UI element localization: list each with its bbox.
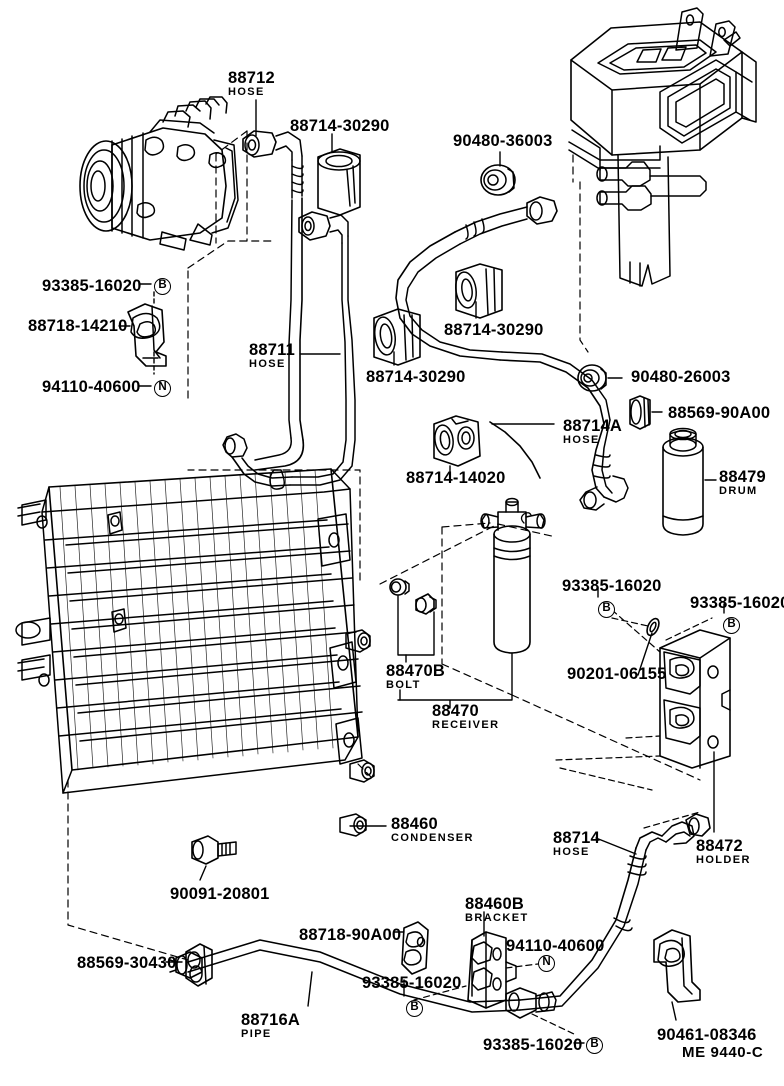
hose-88714-bottom [505,813,711,1019]
washer-90201-06155 [646,617,660,637]
leader-lines [118,99,725,1044]
label-93385-16020-c: 93385-16020 [690,594,784,612]
receiver-88470 [480,497,546,654]
cooling-unit-icon [568,7,757,287]
bubble-B-2: B [598,601,615,618]
bubble-B-5: B [586,1037,603,1054]
receiver-callout-dashed [379,522,701,781]
bottom-dashed-lines [413,811,701,1035]
label-88714-30290-lower: 88714-30290 [366,368,466,386]
oring-88569-90A00 [629,395,651,430]
label-90461-08346: 90461-08346 [657,1026,757,1044]
label-93385-16020-e: 93385-16020 [483,1036,583,1054]
oring-90480-26003 [577,364,607,392]
grommet-88714-30290-lower [373,308,421,366]
pipe-88716A [169,939,521,1013]
clamp-88714-14020 [433,415,481,467]
grommet-88714-30290-upper [317,148,361,216]
compressor-callout-dashed [187,130,273,399]
label-93385-16020-b: 93385-16020 [562,577,662,595]
label-88714-30290-upper: 88714-30290 [290,117,390,135]
cooling-unit-callout-dashed [572,154,589,353]
holder-88472 [659,629,731,769]
label-94110-40600-b: 94110-40600 [506,937,605,955]
bolt-88470B [389,578,437,615]
label-90480-26003: 90480-26003 [631,368,731,386]
bubble-N-1: N [154,380,171,397]
condenser-icon [15,468,375,837]
drum-88479 [662,427,704,536]
hose-88712 [242,130,305,471]
bracket-88460B [467,931,517,1009]
figure-code: ME 9440-C [682,1044,764,1061]
bolt-90091-20801 [191,835,237,865]
clip-88569-30430 [185,943,213,987]
bubble-B-4: B [406,1000,423,1017]
label-88718-14210: 88718-14210 [28,317,128,335]
compressor-icon [79,96,239,251]
label-88718-90A00: 88718-90A00 [299,926,402,944]
bubble-N-2: N [538,955,555,972]
holder-dashed-lines [555,609,713,791]
label-93385-16020-a: 93385-16020 [42,277,142,295]
label-88714-14020: 88714-14020 [406,469,506,487]
label-90091-20801: 90091-20801 [170,885,270,903]
grommet-88714-30290-mid [455,263,503,319]
label-88569-30430: 88569-30430 [77,954,177,972]
oring-90480-36003 [480,164,516,196]
hose-88714A-branch [489,421,541,479]
label-90201-06155: 90201-06155 [567,665,667,683]
label-90480-36003: 90480-36003 [453,132,553,150]
hose-88711 [222,211,356,490]
hose-88714A [395,196,629,511]
condenser-callout-dashed [67,469,373,961]
bubble-B-3: B [723,617,740,634]
label-88714-30290-mid: 88714-30290 [444,321,544,339]
clamp-88718-14210 [127,303,167,367]
clamp-90461-08346 [653,929,701,1003]
label-94110-40600-a: 94110-40600 [42,378,141,396]
label-88569-90A00: 88569-90A00 [668,404,771,422]
label-93385-16020-d: 93385-16020 [362,974,462,992]
bubble-B-1: B [154,278,171,295]
clamp-88718-90A00 [401,921,429,975]
